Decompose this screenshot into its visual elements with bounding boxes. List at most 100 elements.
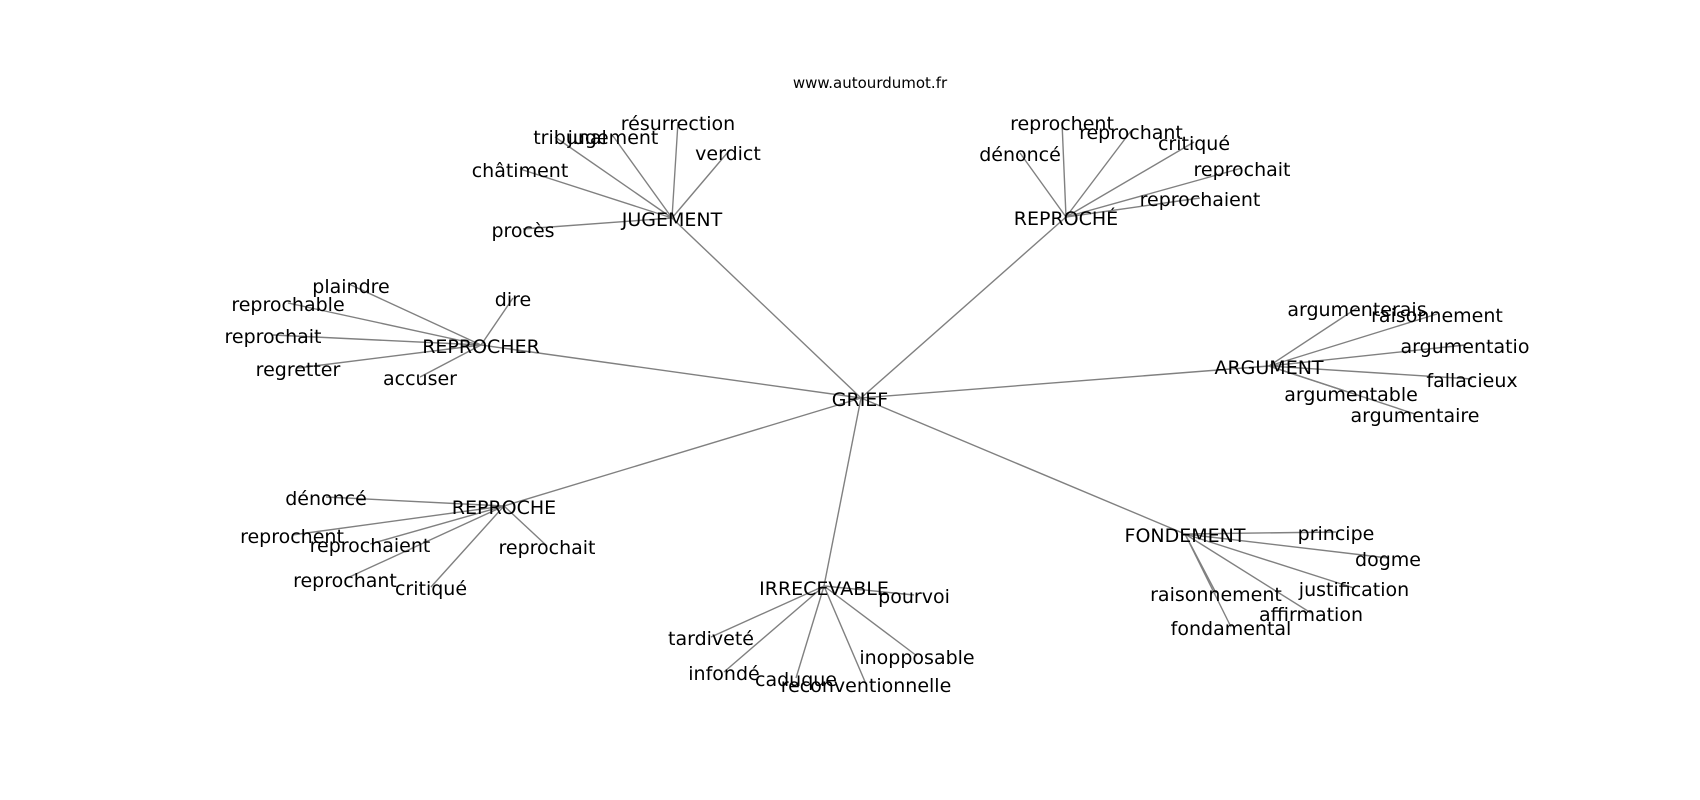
edge-reprocher-accuser [419,344,482,378]
edge-reprocher-reprochait [272,334,482,346]
edge-irrecevable-inopposable [823,585,918,657]
labels-layer: www.autourdumot.fr GRIEF JUGEMENT résurr… [224,74,1529,697]
word-inopposable[interactable]: inopposable [859,647,974,669]
word-reprochait-3[interactable]: reprochait [498,537,595,559]
node-jugement[interactable]: JUGEMENT [621,209,723,231]
word-infonde[interactable]: infondé [688,663,759,685]
site-url: www.autourdumot.fr [793,74,948,92]
word-reprochait[interactable]: reprochait [1193,159,1290,181]
center-word[interactable]: GRIEF [832,389,888,411]
edge-argument-argumenterais [1268,307,1358,367]
word-principe[interactable]: principe [1298,523,1375,545]
edge-reproche-reprochait [503,505,548,547]
edge-center-irrecevable [823,397,862,587]
word-accuser[interactable]: accuser [383,368,457,390]
word-raisonnement[interactable]: raisonnement [1371,305,1503,327]
edge-reproche-denonce [325,496,505,507]
word-dogme[interactable]: dogme [1355,549,1421,571]
edge-center-argument [860,365,1270,399]
edge-center-jugement [671,217,862,399]
word-fondamental[interactable]: fondamental [1171,618,1292,640]
word-argumentatio[interactable]: argumentatio [1401,336,1530,358]
edge-reprocher-plaindre [350,284,482,346]
word-raisonnement-2[interactable]: raisonnement [1150,584,1282,606]
word-reprochent-2[interactable]: reprochent [240,526,344,548]
word-verdict[interactable]: verdict [695,143,761,165]
edge-reproche-reprochent [291,505,505,536]
edge-reprocher-dire [480,297,514,346]
node-irrecevable[interactable]: IRRECEVABLE [759,578,889,600]
word-proces[interactable]: procès [491,220,554,242]
node-reprocher[interactable]: REPROCHER [422,336,540,358]
edge-argument-raisonnement [1268,313,1438,367]
node-reproche-accent[interactable]: REPROCHÉ [1014,207,1118,230]
edge-reproche-accent-reprochent [1061,121,1067,218]
edge-reproche-critique [430,505,505,588]
word-argumentaire[interactable]: argumentaire [1351,405,1480,427]
edge-jugement-chatiment [519,168,673,219]
edge-argument-fallacieux [1268,365,1473,380]
node-reproche[interactable]: REPROCHE [452,497,556,519]
word-fallacieux[interactable]: fallacieux [1426,370,1517,392]
edge-jugement-proces [522,217,673,230]
word-chatiment[interactable]: châtiment [472,160,569,182]
edge-reproche-reprochant [344,505,505,580]
word-denonce-2[interactable]: dénoncé [285,488,367,510]
edge-irrecevable-reconventionnelle [823,585,867,685]
edge-reproche-reprochaient [369,505,505,545]
word-reprochant-2[interactable]: reprochant [293,570,397,592]
edge-reproche-accent-reprochaient [1065,197,1201,218]
edge-reproche-accent-reprochait [1065,167,1243,218]
edge-center-fondement [860,397,1186,535]
node-fondement[interactable]: FONDEMENT [1125,525,1246,547]
word-pourvoi[interactable]: pourvoi [878,586,950,608]
word-plaindre[interactable]: plaindre [312,276,389,298]
word-critique-2[interactable]: critiqué [395,578,467,600]
edge-fondement-dogme [1184,533,1389,559]
word-resurrection[interactable]: résurrection [621,113,735,135]
word-regretter[interactable]: regretter [256,359,341,381]
edge-jugement-tribunal [554,136,673,219]
edges-layer [272,121,1473,685]
edge-jugement-verdict [671,151,729,219]
node-argument[interactable]: ARGUMENT [1214,357,1323,379]
word-reprochaient[interactable]: reprochaient [1140,189,1261,211]
word-tribunal[interactable]: tribunal [533,127,607,149]
edge-argument-argumentatio [1268,344,1466,367]
edge-reproche-accent-critique [1065,141,1195,218]
word-argumenterais[interactable]: argumenterais [1287,299,1426,321]
word-jugement[interactable]: jugement [567,127,659,149]
word-reprochable[interactable]: reprochable [231,294,344,316]
edge-fondement-justification [1184,533,1355,589]
edge-irrecevable-pourvoi [823,585,915,596]
edge-jugement-resurrection [671,121,679,219]
edge-center-reproche [503,397,862,507]
word-justification[interactable]: justification [1298,579,1409,601]
word-denonce[interactable]: dénoncé [979,144,1061,166]
word-reconventionnelle[interactable]: reconventionnelle [781,675,952,697]
edge-reproche-accent-reprochant [1065,130,1132,218]
edge-reproche-accent-denonce [1019,152,1067,218]
word-tardivete[interactable]: tardiveté [668,628,754,650]
edge-fondement-affirmation [1184,533,1312,614]
edge-fondement-principe [1184,531,1337,535]
edge-center-reprocher [480,344,862,399]
word-dire[interactable]: dire [495,289,531,311]
edge-reprocher-regretter [297,344,482,369]
edge-jugement-jugement [612,135,673,219]
word-reprochant[interactable]: reprochant [1079,122,1183,144]
word-reprochaient-2[interactable]: reprochaient [310,535,431,557]
word-argumentable[interactable]: argumentable [1284,384,1418,406]
edge-reprocher-reprochable [287,302,482,346]
edge-irrecevable-caduque [795,585,825,679]
word-reprochait-2[interactable]: reprochait [224,326,321,348]
edge-irrecevable-tardivete [710,585,825,638]
edge-fondement-fondamental [1184,533,1232,628]
word-reprochent[interactable]: reprochent [1010,113,1114,135]
word-critique[interactable]: critiqué [1158,133,1230,155]
word-caduque[interactable]: caduque [755,669,837,691]
word-affirmation[interactable]: affirmation [1259,604,1363,626]
edge-center-reproche-accent [860,216,1067,399]
edge-irrecevable-infonde [723,585,825,673]
